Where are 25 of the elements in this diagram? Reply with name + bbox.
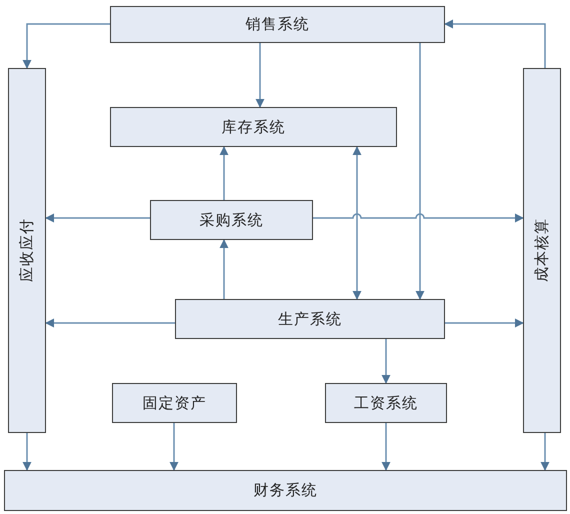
arrow [22, 433, 32, 471]
system-box: 财务系统 [4, 470, 567, 511]
arrow [444, 20, 546, 68]
arrow [540, 433, 550, 471]
arrow [170, 423, 178, 471]
system-box: 应收应付 [8, 68, 46, 433]
arrow [45, 318, 175, 328]
system-box: 生产系统 [175, 299, 445, 339]
arrow [382, 339, 390, 384]
arrow [256, 43, 264, 108]
system-box: 成本核算 [523, 68, 561, 433]
arrow [220, 239, 228, 299]
arrow [382, 423, 390, 471]
system-box: 固定资产 [112, 383, 237, 423]
system-box: 工资系统 [325, 383, 447, 423]
system-box: 库存系统 [110, 107, 397, 147]
arrow [445, 318, 524, 328]
system-box: 销售系统 [110, 6, 445, 43]
system-box: 采购系统 [150, 200, 313, 240]
arrow [45, 214, 150, 222]
arrow [220, 146, 228, 200]
arrow [416, 43, 424, 300]
arrow [352, 146, 362, 300]
arrow [313, 213, 524, 222]
arrow [22, 23, 110, 69]
